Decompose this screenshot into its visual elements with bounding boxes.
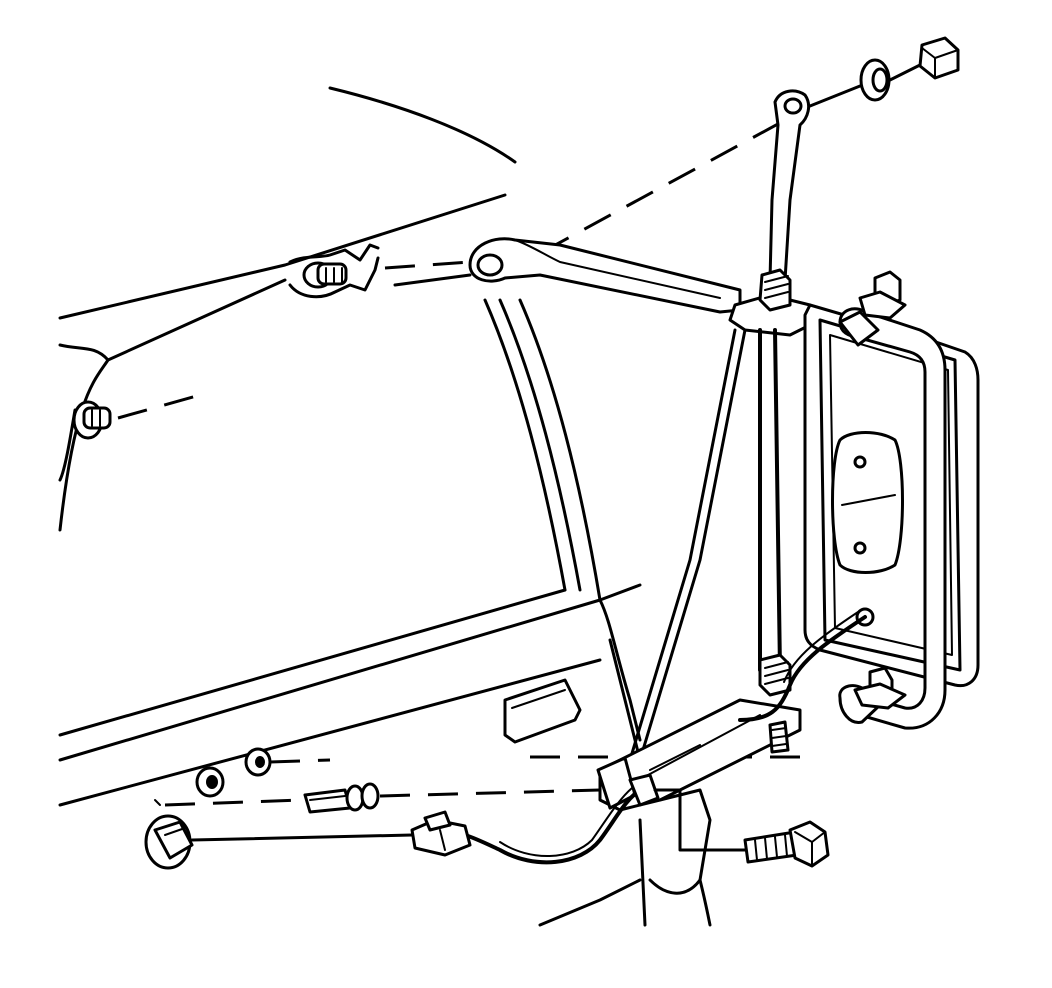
- bolt-guide-line: [653, 788, 747, 852]
- explosion-guide-lines: [117, 110, 810, 807]
- hex-nut-icon: [918, 36, 960, 80]
- connector-icon: [410, 810, 472, 857]
- retainer-pin-icon: [303, 782, 380, 814]
- bolt-icon: [743, 820, 830, 868]
- cab-stud-upper: [288, 243, 380, 299]
- nut-guide-line: [888, 63, 922, 82]
- grommet-guide-line: [190, 833, 414, 842]
- support-arm-icon: [468, 89, 811, 314]
- vehicle-cab-body: [58, 86, 712, 927]
- grommet-icon: [144, 814, 194, 870]
- cab-stud-lower: [72, 400, 112, 440]
- wire-harness: [463, 611, 867, 865]
- washer-icon: [859, 58, 891, 102]
- nut-icon: [195, 747, 272, 798]
- mirror-head-icon: [803, 270, 980, 730]
